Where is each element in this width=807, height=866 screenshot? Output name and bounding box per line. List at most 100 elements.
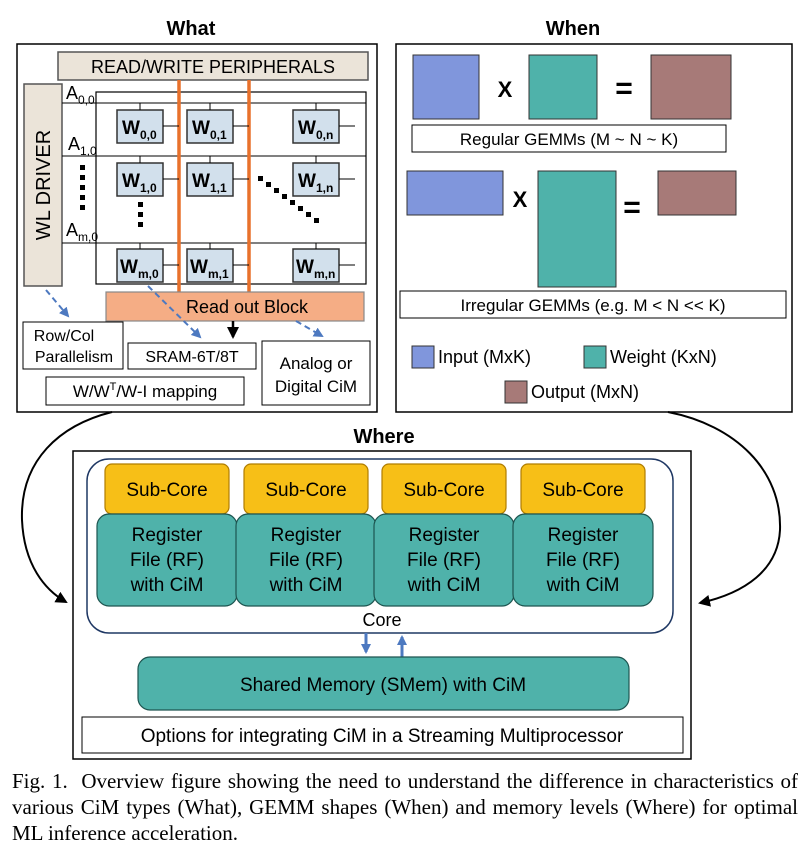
legend-weight-swatch — [583, 345, 607, 369]
analog-line2: Digital CiM — [275, 377, 357, 396]
svg-text:Sub-Core: Sub-Core — [542, 480, 623, 501]
regular-input-matrix — [412, 54, 480, 120]
regular-gemm-box — [411, 124, 727, 153]
subcore-1: Sub-Core Register File (RF) with CiM — [96, 463, 238, 607]
svg-text:Register: Register — [409, 525, 480, 546]
options-box — [81, 716, 684, 754]
caption-text: Overview figure showing the need to unde… — [12, 769, 799, 845]
wordline-ellipsis — [80, 165, 85, 210]
mapping-box — [45, 376, 245, 406]
what-title: What — [167, 18, 216, 40]
cell-w11: W1,1 — [186, 162, 249, 197]
wordline-a10: A — [68, 134, 80, 154]
irregular-times: X — [513, 187, 528, 212]
mapping-label: W/WT/W-I mapping — [73, 381, 217, 401]
wl-driver-label: WL DRIVER — [33, 130, 55, 240]
irregular-weight-matrix — [537, 170, 617, 288]
svg-text:File (RF): File (RF) — [407, 550, 481, 571]
svg-text:A1,0: A1,0 — [68, 134, 97, 158]
cell-w00: W0,0 — [116, 109, 179, 144]
svg-text:Wm,n: Wm,n — [296, 257, 335, 281]
what-arrows — [45, 285, 324, 339]
svg-text:Register: Register — [132, 525, 203, 546]
cell-connectors — [139, 103, 317, 249]
regular-output-matrix — [650, 54, 732, 120]
shared-memory-label: Shared Memory (SMem) with CiM — [240, 675, 526, 696]
svg-text:File (RF): File (RF) — [269, 550, 343, 571]
irregular-gemm-box — [399, 290, 787, 319]
diagonal-ellipsis — [258, 176, 319, 223]
svg-text:Am,0: Am,0 — [66, 220, 98, 244]
irregular-output-matrix — [657, 170, 737, 216]
cell-w01: W0,1 — [186, 109, 249, 144]
cell-array: W0,0 W0,1 W0,n W1,0 W1,1 W1,n — [116, 109, 355, 283]
when-to-where-arrow — [667, 411, 782, 607]
cell-wm1: Wm,1 — [186, 248, 249, 283]
svg-text:W1,n: W1,n — [298, 171, 333, 195]
svg-text:File (RF): File (RF) — [130, 550, 204, 571]
wordline-am0: A — [66, 220, 78, 240]
cell-wmn: Wm,n — [292, 248, 355, 283]
regular-gemm-label: Regular GEMMs (M ~ N ~ K) — [460, 130, 678, 149]
wl-driver — [23, 83, 63, 287]
subcore-2: Sub-Core Register File (RF) with CiM — [235, 463, 377, 607]
where-title: Where — [353, 426, 414, 448]
svg-text:W1,1: W1,1 — [192, 171, 227, 195]
sram-label: SRAM-6T/8T — [145, 349, 239, 366]
svg-text:Sub-Core: Sub-Core — [265, 480, 346, 501]
core-label: Core — [362, 610, 401, 630]
svg-text:Sub-Core: Sub-Core — [126, 480, 207, 501]
svg-text:Wm,0: Wm,0 — [120, 257, 159, 281]
sram-box — [127, 342, 257, 370]
irregular-input-matrix — [406, 170, 504, 216]
svg-text:W0,1: W0,1 — [192, 118, 227, 142]
svg-text:File (RF): File (RF) — [546, 550, 620, 571]
overview-diagram: What READ/WRITE PERIPHERALS WL DRIVER A0… — [16, 18, 793, 760]
cell-w0n: W0,n — [292, 109, 355, 144]
svg-text:Sub-Core: Sub-Core — [403, 480, 484, 501]
read-out-block — [105, 291, 365, 322]
shared-memory — [137, 656, 630, 711]
array-border — [95, 91, 367, 285]
svg-text:with CiM: with CiM — [269, 575, 343, 596]
irregular-gemm-label: Irregular GEMMs (e.g. M < N << K) — [461, 296, 726, 315]
register-file-4 — [512, 513, 654, 607]
cell-w1n: W1,n — [292, 162, 355, 197]
row-col-line1: Row/Col — [34, 328, 94, 345]
wordline-a00: A — [66, 83, 78, 103]
options-label: Options for integrating CiM in a Streami… — [141, 726, 624, 747]
cell-wm0: Wm,0 — [116, 248, 179, 283]
subcores: Sub-Core Register File (RF) with CiM Sub… — [96, 463, 654, 607]
svg-text:W0,n: W0,n — [298, 118, 333, 142]
figure-caption: Fig. 1. Overview figure showing the need… — [12, 768, 798, 846]
svg-text:A0,0: A0,0 — [66, 83, 95, 107]
wordline-labels: A0,0 A1,0 Am,0 — [66, 83, 98, 244]
what-to-where-arrow — [20, 411, 113, 603]
svg-text:with CiM: with CiM — [407, 575, 481, 596]
legend-output-label: Output (MxN) — [531, 382, 639, 402]
legend-input-label: Input (MxK) — [438, 347, 531, 367]
read-write-peripherals — [57, 51, 369, 81]
svg-text:Wm,1: Wm,1 — [190, 257, 229, 281]
bit-lines — [177, 80, 251, 292]
svg-text:with CiM: with CiM — [546, 575, 620, 596]
subcore-3: Sub-Core Register File (RF) with CiM — [373, 463, 515, 607]
row-col-box — [22, 321, 124, 370]
regular-times: X — [498, 77, 513, 102]
svg-text:W1,0: W1,0 — [122, 171, 157, 195]
legend-output-swatch — [504, 380, 528, 404]
matrix-legend: Input (MxK) Weight (KxN) Output (MxN) — [411, 345, 717, 404]
core-smem-arrows — [361, 633, 407, 657]
legend-weight-label: Weight (KxN) — [610, 347, 717, 367]
svg-text:Register: Register — [548, 525, 619, 546]
analog-digital-box — [261, 340, 371, 406]
legend-input-swatch — [411, 345, 435, 369]
column-ellipsis — [138, 202, 143, 227]
when-title: When — [546, 18, 600, 40]
analog-line1: Analog or — [280, 354, 353, 373]
word-lines — [62, 102, 366, 244]
regular-weight-matrix — [528, 54, 598, 120]
subcore-4: Sub-Core Register File (RF) with CiM — [512, 463, 654, 607]
row-col-line2: Parallelism — [35, 349, 113, 366]
svg-text:W0,0: W0,0 — [122, 118, 157, 142]
